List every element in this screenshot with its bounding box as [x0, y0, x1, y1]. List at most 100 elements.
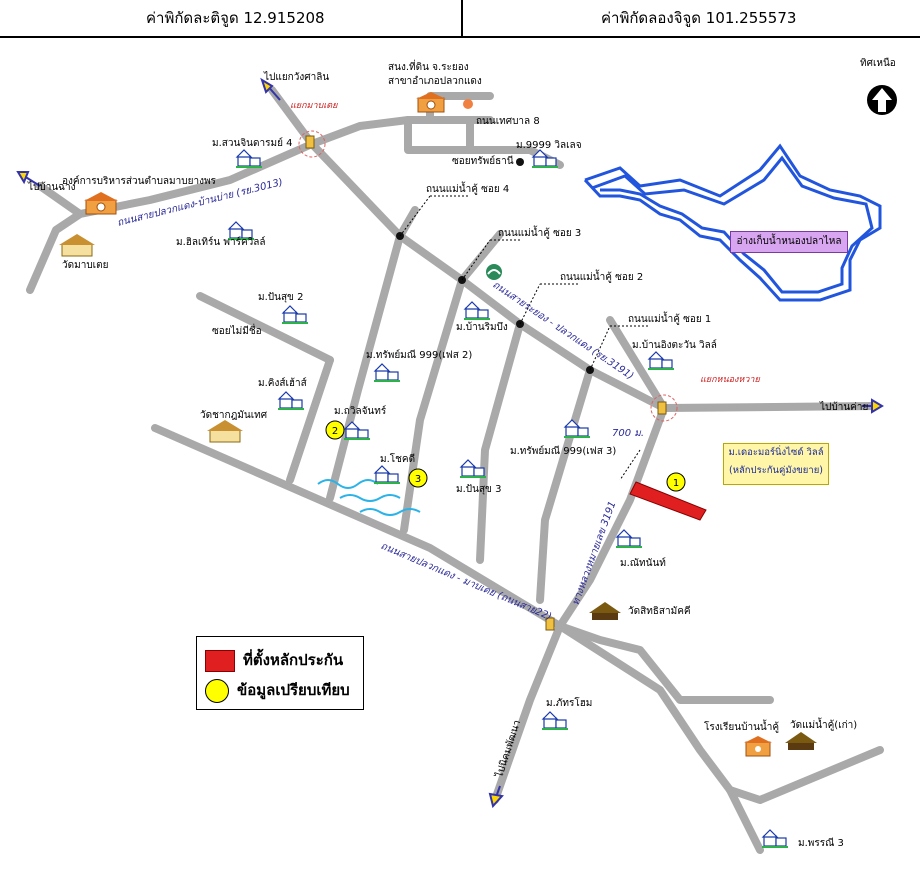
road-soi4-n	[396, 206, 419, 240]
legend-row-collateral: ที่ตั้งหลักประกัน	[205, 647, 343, 673]
label-land-office-branch: สาขาอำเภอปลวกแดง	[388, 76, 482, 87]
label-m-natnan: ม.ณัทนันท์	[620, 557, 666, 569]
label-tao-office: องค์การบริหารส่วนตำบลมาบยางพร	[62, 175, 217, 187]
label-school: โรงเรียนบ้านน้ำคู้	[704, 719, 779, 733]
label-wat-map-toei: วัดมาบเตย	[62, 260, 108, 271]
comparison-marker-2	[325, 420, 345, 440]
callout-subtitle: (หลักประกันคู่มังขยาย)	[729, 465, 823, 476]
road-east-school	[556, 622, 774, 704]
label-wat-maenamkhu: วัดแม่น้ำคู้(เก่า)	[790, 717, 857, 731]
label-m-sap999-2: ม.ทรัพย์มณี 999(เฟส 2)	[366, 349, 472, 361]
legend-row-comparison: ข้อมูลเปรียบเทียบ	[205, 677, 350, 703]
road-south	[726, 786, 764, 854]
label-to-ban-khai: ไปบ้านค่าย	[819, 401, 868, 413]
collateral-parcel	[629, 481, 707, 521]
collateral-marker-label: 1	[673, 478, 679, 489]
road-soi2	[476, 320, 524, 564]
north-arrow-icon	[867, 85, 897, 115]
wat-maptoei-icon	[59, 234, 95, 257]
label-junction-nongwai: แยกหนองหวาย	[700, 375, 760, 385]
roundabout-icon	[486, 264, 502, 280]
header-divider	[461, 0, 463, 36]
road-soi3-n	[458, 230, 504, 284]
house-icons	[227, 149, 788, 848]
traffic-signal-icon-3	[545, 617, 555, 631]
legend-label-comparison: ข้อมูลเปรียบเทียบ	[237, 681, 350, 699]
leader-lines	[399, 195, 650, 481]
wat-sit-icon	[589, 602, 621, 620]
road-3191	[308, 140, 668, 412]
label-to-wang-chan: ไปแยกวังศาลิน	[263, 71, 329, 83]
comparison-marker-2-label: 2	[332, 426, 338, 437]
road-soi-maimi	[196, 292, 334, 364]
map-legend: ที่ตั้งหลักประกัน ข้อมูลเปรียบเทียบ	[196, 636, 364, 710]
land-office-map-icon	[463, 99, 473, 109]
road-west-spur	[26, 210, 84, 294]
road-soi1-north	[606, 316, 668, 412]
junction-circle-nongwai	[650, 394, 678, 422]
latitude-label: ค่าพิกัดละติจูด 12.915208	[146, 9, 325, 27]
label-to-ban-chang: ไปบ้านฉาง	[27, 181, 76, 193]
wat-maenamkhu-icon	[785, 732, 817, 750]
label-thetsaban8: ถนนเทศบาล 8	[476, 116, 540, 127]
label-m-kingshouse: ม.คิงส์เฮ้าส์	[258, 377, 307, 389]
label-m-tawil: ม.ถวิลจันทร์	[334, 405, 387, 417]
road-network	[26, 86, 884, 854]
road-soi4	[326, 232, 404, 502]
reservoir-outline	[583, 143, 882, 302]
label-soi-sap: ซอยทรัพย์ธานี	[452, 155, 514, 167]
label-m-hilltown: ม.ฮิลเทิร์น พาร์ควิลล์	[176, 236, 266, 248]
road-top	[308, 116, 494, 148]
junction-circle-mabtoei	[298, 130, 326, 158]
wat-yan-icon	[207, 420, 243, 443]
legend-swatch-red	[205, 649, 235, 672]
callout-title: ม.เดอะมอร์นิ่งไซด์ วิลล์	[728, 447, 824, 458]
road-label-h3191: ทางหลวงหมายเลข 3191	[570, 500, 618, 607]
label-m-sap999-3: ม.ทรัพย์มณี 999(เฟส 3)	[510, 445, 616, 457]
comparison-marker-3-label: 3	[415, 474, 421, 485]
label-m-chokdee: ม.โชคดี	[380, 452, 415, 465]
traffic-signal-icon-1	[305, 135, 315, 149]
label-soi3: ถนนแม่น้ำคู้ ซอย 3	[498, 225, 581, 239]
road-soi2b	[536, 366, 594, 604]
collateral-marker-1	[666, 472, 686, 492]
label-m-pattra: ม.ภัทรโฮม	[546, 696, 592, 709]
label-m-9999: ม.9999 วิลเลจ	[516, 140, 582, 151]
label-soi1: ถนนแม่น้ำคู้ ซอย 1	[628, 311, 711, 325]
road-soi3	[400, 276, 466, 534]
school-icon	[744, 736, 772, 757]
north-label: ทิศเหนือ	[860, 57, 896, 69]
road-to-bankhai	[660, 402, 880, 412]
label-m-pornnee: ม.พรรณี 3	[798, 837, 844, 849]
label-soi2: ถนนแม่น้ำคู้ ซอย 2	[560, 269, 643, 283]
direction-arrows	[16, 77, 884, 809]
label-distance: 700 ม.	[612, 428, 644, 439]
label-m-banrimbueng: ม.บ้านริมบึง	[456, 321, 508, 333]
comparison-marker-3	[408, 468, 428, 488]
label-wat-sit: วัดสิทธิสามัคคี	[628, 605, 691, 617]
label-land-office: สนง.ที่ดิน จ.ระยอง	[388, 59, 469, 73]
road-soi-west	[286, 356, 334, 484]
building-icons	[59, 92, 817, 757]
streams	[317, 479, 421, 516]
longitude-label: ค่าพิกัดลองจิจูด 101.255573	[601, 9, 797, 27]
label-junction-mabtoei: แยกมาบเตย	[290, 101, 338, 111]
label-m-baan-ingtawan: ม.บ้านอิงตะวัน วิลล์	[632, 339, 717, 351]
collateral-callout: ม.เดอะมอร์นิ่งไซด์ วิลล์ (หลักประกันคู่ม…	[723, 443, 829, 485]
land-office-icon	[416, 92, 446, 113]
legend-swatch-yellow	[205, 678, 229, 703]
label-m-suanjin: ม.สวนจินดารมย์ 4	[212, 137, 293, 149]
traffic-signal-icon-2	[657, 401, 667, 415]
label-soi4: ถนนแม่น้ำคู้ ซอย 4	[426, 181, 509, 195]
road-office-loop	[404, 116, 474, 154]
label-soi-maimi: ซอยไม่มีชื่อ	[212, 323, 262, 337]
label-m-punsuk2: ม.ปันสุข 2	[258, 292, 303, 303]
coordinate-header: ค่าพิกัดละติจูด 12.915208 ค่าพิกัดลองจิจ…	[0, 0, 920, 38]
road-label-22: ถนนสายปลวกแดง - มาบเตย (ถนนสาย22)	[379, 541, 553, 623]
label-m-punsuk3: ม.ปันสุข 3	[456, 484, 501, 495]
reservoir-label: อ่างเก็บน้ำหนองปลาไหล	[730, 231, 848, 253]
legend-label-collateral: ที่ตั้งหลักประกัน	[243, 651, 344, 669]
junction-circles	[298, 130, 678, 422]
road-south-east	[726, 746, 884, 804]
